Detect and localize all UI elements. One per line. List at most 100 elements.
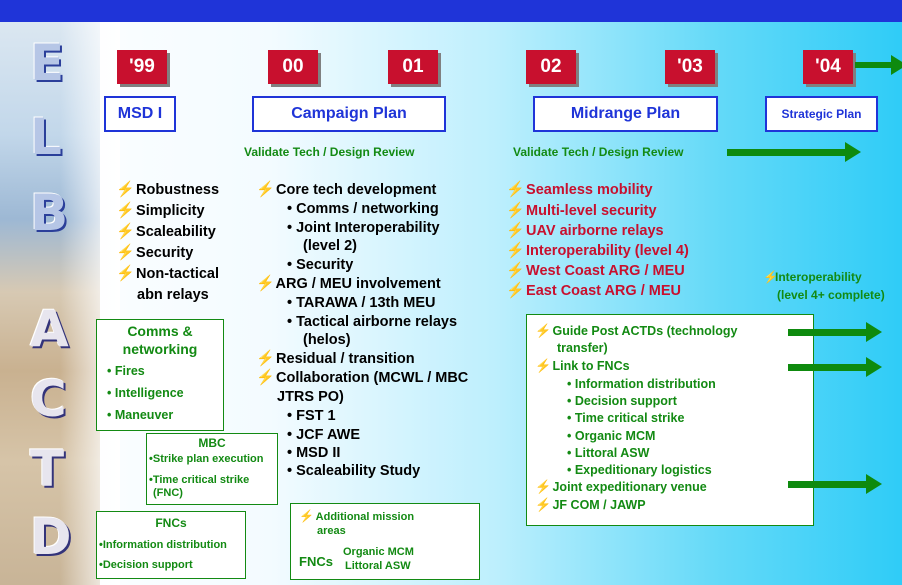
bolt-icon: ⚡	[506, 202, 525, 219]
rb-sub: • Littoral ASW	[567, 446, 650, 460]
bolt-icon: ⚡	[535, 479, 552, 494]
col2-item: ⚡ ARG / MEU involvement	[256, 275, 441, 292]
side-letter-b: B	[30, 184, 69, 242]
rb-item-cont: transfer)	[557, 341, 608, 355]
col2-sub: • Security	[287, 257, 354, 273]
col1-item: ⚡ Scaleability	[116, 223, 216, 240]
side-letter-l: L	[30, 108, 62, 166]
col3-item: ⚡ East Coast ARG / MEU	[506, 282, 681, 299]
year-99: '99	[117, 50, 167, 84]
col2-item: ⚡ Residual / transition	[256, 350, 415, 367]
side-letter-d: D	[30, 508, 72, 566]
mbc-box: MBC •Strike plan execution •Time critica…	[146, 433, 278, 505]
rb-item: ⚡ Link to FNCs	[535, 358, 630, 373]
comms-item: • Fires	[107, 364, 145, 378]
bolt-icon: ⚡	[506, 242, 525, 259]
mission-item: Organic MCM	[343, 546, 414, 558]
side-letter-c: C	[30, 370, 67, 428]
col3-item: ⚡ Multi-level security	[506, 202, 657, 219]
col1-item: ⚡ Non-tactical	[116, 265, 220, 282]
comms-box: Comms & networking • Fires • Intelligenc…	[96, 319, 224, 431]
col2-sub: • FST 1	[287, 408, 336, 424]
validate-arrow	[727, 142, 861, 162]
bolt-icon: ⚡	[256, 369, 275, 386]
bolt-icon: ⚡	[116, 265, 135, 282]
top-bar	[0, 0, 902, 22]
col3-item: ⚡ Interoperability (level 4)	[506, 242, 689, 259]
col3-item: ⚡ Seamless mobility	[506, 181, 653, 198]
interop-note: ⚡Interoperability	[763, 270, 862, 284]
year-02: 02	[526, 50, 576, 84]
bolt-icon: ⚡	[506, 262, 525, 279]
arrow-joint-venue	[788, 474, 882, 494]
col2-sub-cont: (level 2)	[303, 238, 357, 254]
bolt-icon: ⚡	[116, 202, 135, 219]
year-00: 00	[268, 50, 318, 84]
col2-item: ⚡ Core tech development	[256, 181, 437, 198]
year-04: '04	[803, 50, 853, 84]
bolt-icon: ⚡	[506, 181, 525, 198]
rb-sub: • Decision support	[567, 394, 677, 408]
col2-sub: • Scaleability Study	[287, 463, 421, 479]
phase-midrange: Midrange Plan	[533, 96, 718, 132]
arrow-guidepost	[788, 322, 882, 342]
side-letter-e: E	[30, 34, 65, 92]
mbc-item: •Strike plan execution	[149, 453, 264, 465]
phase-msd1: MSD I	[104, 96, 176, 132]
col2-sub: • Tactical airborne relays	[287, 314, 458, 330]
bolt-icon: ⚡	[116, 181, 135, 198]
fncs-box: FNCs •Information distribution •Decision…	[96, 511, 246, 579]
phase-campaign: Campaign Plan	[252, 96, 446, 132]
bolt-icon: ⚡	[506, 222, 525, 239]
mission-box: ⚡ Additional mission areas FNCs Organic …	[290, 503, 480, 580]
col1-item: ⚡ Robustness	[116, 181, 220, 198]
rb-item: ⚡ Joint expeditionary venue	[535, 479, 707, 494]
bolt-icon: ⚡	[256, 181, 275, 198]
validate-left: Validate Tech / Design Review	[244, 145, 415, 159]
col2-sub: • Comms / networking	[287, 201, 439, 217]
year-03: '03	[665, 50, 715, 84]
mbc-item: •Time critical strike	[149, 474, 250, 486]
bolt-icon: ⚡	[256, 350, 275, 367]
right-box: ⚡ Guide Post ACTDs (technology transfer)…	[526, 314, 814, 526]
col3-item: ⚡ UAV airborne relays	[506, 222, 664, 239]
rb-sub: • Organic MCM	[567, 429, 656, 443]
col2-sub: • Joint Interoperability	[287, 220, 440, 236]
comms-item: • Maneuver	[107, 408, 174, 422]
bolt-icon: ⚡	[535, 358, 552, 373]
col2-sub: • MSD II	[287, 445, 341, 461]
fncs-item: •Information distribution	[99, 539, 227, 551]
validate-right: Validate Tech / Design Review	[513, 145, 684, 159]
year-01: 01	[388, 50, 438, 84]
comms-title: Comms &	[127, 323, 193, 339]
arrow-04	[855, 55, 902, 75]
bolt-icon: ⚡	[116, 223, 135, 240]
mbc-item-cont: (FNC)	[153, 487, 183, 499]
bolt-icon: ⚡	[116, 244, 135, 261]
bolt-icon: ⚡	[256, 275, 275, 292]
interop-note-cont: (level 4+ complete)	[777, 288, 885, 302]
mbc-title: MBC	[198, 436, 226, 450]
col2-sub: • JCF AWE	[287, 427, 361, 443]
bolt-icon: ⚡	[763, 270, 778, 284]
col2-item: ⚡ Collaboration (MCWL / MBC	[256, 369, 469, 386]
mission-line-2: areas	[317, 525, 346, 537]
side-letter-t: T	[30, 440, 65, 498]
mission-item: Littoral ASW	[345, 560, 411, 572]
col3-item: ⚡ West Coast ARG / MEU	[506, 262, 685, 279]
col2-sub-cont: (helos)	[303, 332, 351, 348]
mission-line: ⚡ Additional mission	[299, 509, 415, 523]
bolt-icon: ⚡	[299, 509, 314, 523]
col2-sub: • TARAWA / 13th MEU	[287, 295, 436, 311]
col1-item-cont: abn relays	[137, 287, 209, 303]
bolt-icon: ⚡	[535, 323, 552, 338]
comms-item: • Intelligence	[107, 386, 184, 400]
rb-item: ⚡ JF COM / JAWP	[535, 497, 646, 512]
rb-sub: • Time critical strike	[567, 411, 685, 425]
arrow-fncs	[788, 357, 882, 377]
phase-strategic: Strategic Plan	[765, 96, 878, 132]
comms-title-2: networking	[122, 341, 198, 357]
bolt-icon: ⚡	[506, 282, 525, 299]
fncs-title: FNCs	[155, 516, 187, 530]
rb-sub: • Expeditionary logistics	[567, 463, 712, 477]
